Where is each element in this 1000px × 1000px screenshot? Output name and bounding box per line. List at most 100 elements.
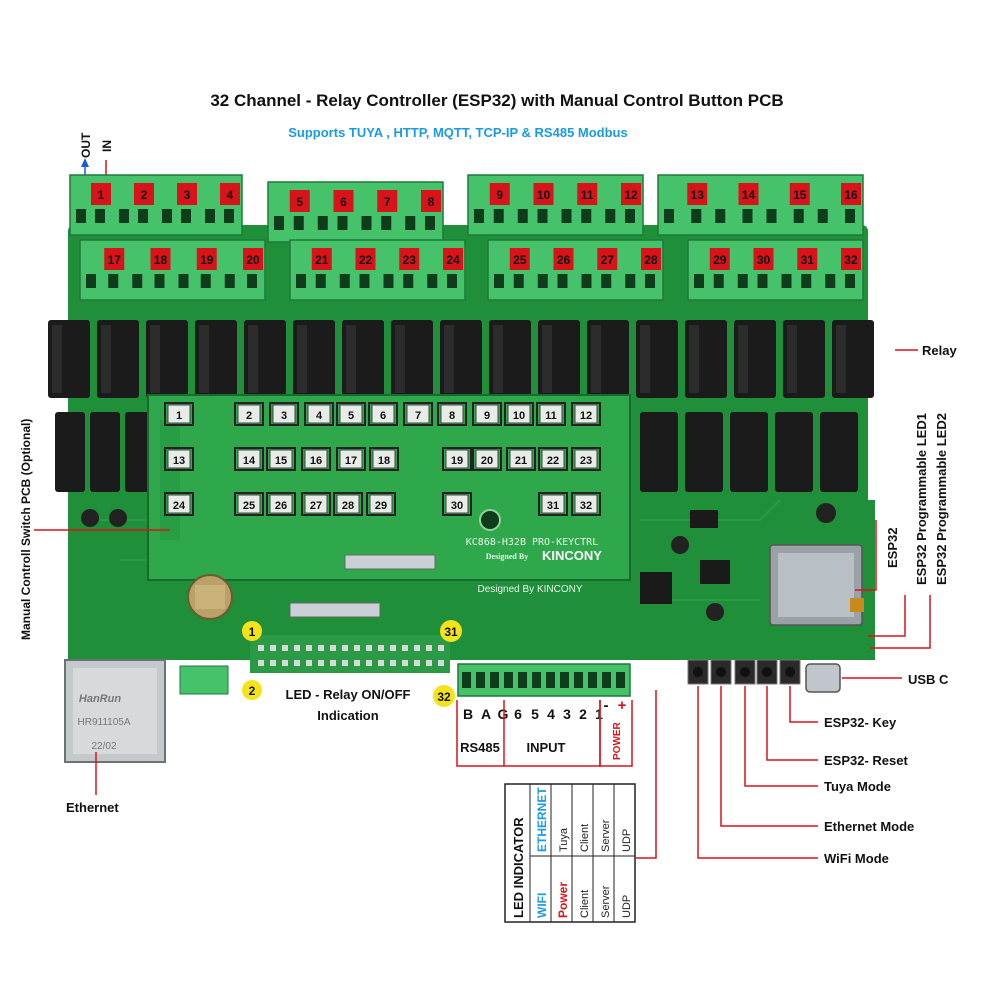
keypad-button[interactable] bbox=[574, 404, 598, 424]
keypad-button-label: 30 bbox=[451, 500, 463, 512]
keypad-button[interactable] bbox=[541, 449, 565, 469]
input-letter: 5 bbox=[531, 706, 539, 722]
keypad-button[interactable] bbox=[574, 494, 598, 514]
terminal-number: 15 bbox=[793, 188, 807, 202]
keypad-button[interactable] bbox=[445, 449, 469, 469]
keypad-button-label: 23 bbox=[580, 455, 592, 467]
relay bbox=[730, 412, 768, 492]
keypad-button-label: 32 bbox=[580, 500, 592, 512]
keypad-button[interactable] bbox=[541, 494, 565, 514]
input-letter: 3 bbox=[563, 706, 571, 722]
terminal-number: 20 bbox=[246, 253, 260, 267]
keypad-button[interactable] bbox=[475, 449, 499, 469]
keypad-button-label: 16 bbox=[310, 455, 322, 467]
keypad-button-label: 14 bbox=[243, 455, 256, 467]
keypad-button-label: 29 bbox=[375, 500, 387, 512]
out-label: OUT bbox=[79, 132, 93, 158]
led-relay-label: LED - Relay ON/OFF bbox=[286, 687, 411, 702]
input-letter: 6 bbox=[514, 706, 522, 722]
led-marker-31: 31 bbox=[444, 625, 458, 639]
keypad-button[interactable] bbox=[237, 449, 261, 469]
keypad-button[interactable] bbox=[167, 404, 191, 424]
led-table-udp-a: UDP bbox=[621, 895, 633, 918]
input-letter: 2 bbox=[579, 706, 587, 722]
keypad-button[interactable] bbox=[307, 404, 331, 424]
keypad-button[interactable] bbox=[509, 449, 533, 469]
keypad-button[interactable] bbox=[574, 449, 598, 469]
keypad-button[interactable] bbox=[445, 494, 469, 514]
keypad-button-label: 9 bbox=[484, 410, 490, 422]
keypad-button[interactable] bbox=[269, 449, 293, 469]
terminal-number: 1 bbox=[98, 188, 105, 202]
keypad-model: KC868-H32B PRO-KEYCTRL bbox=[466, 537, 598, 548]
relay bbox=[775, 412, 813, 492]
terminal-number: 25 bbox=[513, 253, 527, 267]
keypad-button-label: 10 bbox=[513, 410, 525, 422]
keypad-button[interactable] bbox=[237, 494, 261, 514]
keypad-button[interactable] bbox=[507, 404, 531, 424]
terminal-number: 14 bbox=[742, 188, 756, 202]
tuya-mode-callout: Tuya Mode bbox=[824, 779, 891, 794]
keypad-button[interactable] bbox=[269, 494, 293, 514]
keypad-button-label: 4 bbox=[316, 410, 323, 422]
in-label: IN bbox=[100, 140, 114, 152]
keypad-brand: KINCONY bbox=[542, 548, 602, 563]
terminal-number: 5 bbox=[296, 195, 303, 209]
keypad-button[interactable] bbox=[406, 404, 430, 424]
led-marker-32: 32 bbox=[437, 690, 451, 704]
keypad-button[interactable] bbox=[371, 404, 395, 424]
keypad-button-label: 21 bbox=[515, 455, 527, 467]
led-markers: 1 2 31 32 bbox=[242, 620, 462, 707]
keypad-button-label: 7 bbox=[415, 410, 421, 422]
led-marker-1: 1 bbox=[249, 625, 256, 639]
ethernet-mode-callout: Ethernet Mode bbox=[824, 819, 914, 834]
led-table-udp-b: UDP bbox=[621, 829, 633, 852]
usb-c-callout: USB C bbox=[908, 672, 949, 687]
keypad-button[interactable] bbox=[167, 449, 191, 469]
terminal-number: 27 bbox=[601, 253, 615, 267]
keypad-button-label: 13 bbox=[173, 455, 185, 467]
keypad-button[interactable] bbox=[304, 449, 328, 469]
led-table-server-a: Server bbox=[600, 885, 612, 918]
terminal-number: 4 bbox=[227, 188, 234, 202]
keypad-button[interactable] bbox=[372, 449, 396, 469]
esp32-key-callout: ESP32- Key bbox=[824, 715, 897, 730]
keypad-button[interactable] bbox=[539, 404, 563, 424]
keypad-button[interactable] bbox=[272, 404, 296, 424]
input-letter: 4 bbox=[547, 706, 555, 722]
keypad-button[interactable] bbox=[304, 494, 328, 514]
relay-callout: Relay bbox=[922, 343, 957, 358]
terminal-number: 19 bbox=[200, 253, 214, 267]
terminal-number: 30 bbox=[757, 253, 771, 267]
keypad-button[interactable] bbox=[167, 494, 191, 514]
led-table-wifi: WIFI bbox=[535, 893, 549, 918]
keypad-button-label: 1 bbox=[176, 410, 182, 422]
keypad-button-label: 3 bbox=[281, 410, 287, 422]
keypad-button-label: 8 bbox=[449, 410, 455, 422]
callout-lines bbox=[34, 349, 931, 859]
keypad-button-label: 15 bbox=[275, 455, 287, 467]
keypad-button[interactable] bbox=[369, 494, 393, 514]
led-table-power: Power bbox=[556, 882, 570, 918]
power-plus: + bbox=[618, 697, 627, 714]
keypad-button-label: 11 bbox=[545, 410, 557, 422]
relay bbox=[820, 412, 858, 492]
keypad-button[interactable] bbox=[339, 404, 363, 424]
keypad-button[interactable] bbox=[336, 494, 360, 514]
terminal-number: 3 bbox=[184, 188, 191, 202]
keypad-button[interactable] bbox=[440, 404, 464, 424]
manual-switch-callout: Manual Controll Switch PCB (Optional) bbox=[19, 419, 33, 640]
page-subtitle: Supports TUYA , HTTP, MQTT, TCP-IP & RS4… bbox=[288, 125, 627, 140]
keypad-button[interactable] bbox=[339, 449, 363, 469]
led1-callout: ESP32 Programmable LED1 bbox=[914, 413, 929, 585]
led-table-tuya: Tuya bbox=[558, 827, 570, 852]
keypad-button-label: 5 bbox=[348, 410, 354, 422]
keypad-button[interactable] bbox=[475, 404, 499, 424]
led-table-client-b: Client bbox=[579, 824, 591, 852]
terminal-number: 9 bbox=[496, 188, 503, 202]
input-letter: B bbox=[463, 706, 473, 722]
keypad-button-label: 24 bbox=[173, 500, 186, 512]
terminal-number: 11 bbox=[581, 188, 594, 202]
keypad-button[interactable] bbox=[237, 404, 261, 424]
input-letter: 1 bbox=[595, 706, 603, 722]
